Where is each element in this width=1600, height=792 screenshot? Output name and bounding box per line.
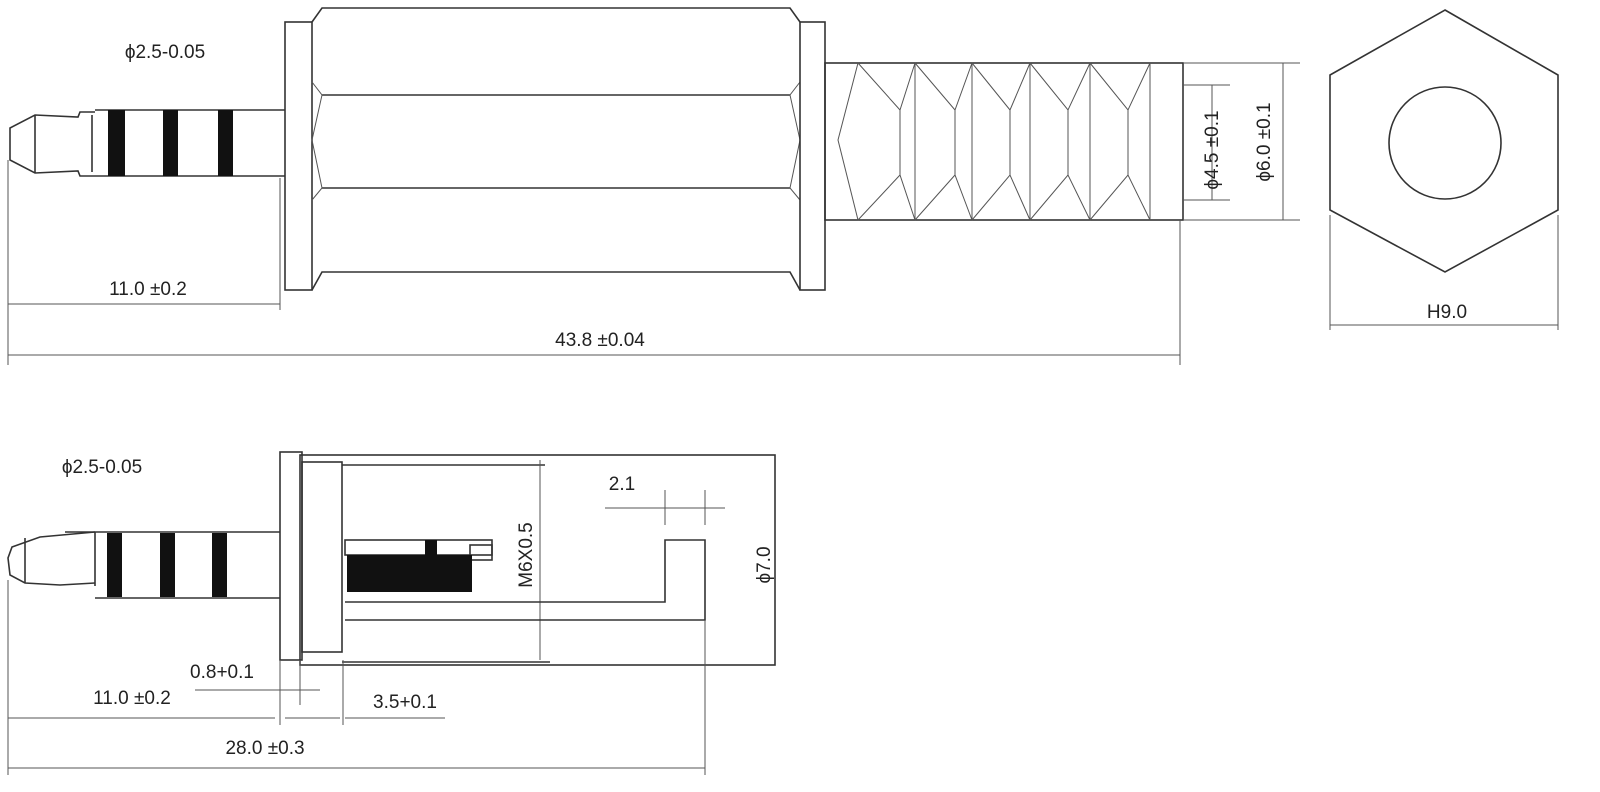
body-diameter-label: ϕ7.0 [754, 546, 775, 583]
inner-diameter-label: ϕ4.5 ±0.1 [1202, 110, 1223, 189]
slot-width-label: 2.1 [609, 474, 635, 495]
thread-label: M6X0.5 [516, 522, 537, 587]
ring-band [107, 533, 122, 597]
top-view: ϕ4.5 ±0.1 ϕ6.0 ±0.1 H9.0 ϕ2.5-0.05 11.0 … [7, 7, 1559, 365]
ring-band [163, 110, 178, 176]
slot-dimension: 2.1 [605, 474, 725, 525]
plug-length-label: 11.0 ±0.2 [109, 279, 187, 300]
side-total-length-label: 28.0 ±0.3 [225, 738, 304, 759]
side-tip-diameter-label: ϕ2.5-0.05 [62, 457, 142, 478]
tip-diameter-label: ϕ2.5-0.05 [125, 42, 205, 63]
flange-thickness-label: 0.8+0.1 [190, 662, 254, 683]
cable-grip [824, 62, 1184, 221]
total-length-label: 43.8 ±0.04 [555, 330, 645, 351]
ring-band [160, 533, 175, 597]
ring-band [212, 533, 227, 597]
side-view: ϕ2.5-0.05 M6X0.5 ϕ7.0 2.1 [7, 451, 776, 775]
diameter-dimensions: ϕ4.5 ±0.1 ϕ6.0 ±0.1 [1183, 62, 1300, 221]
side-body: M6X0.5 ϕ7.0 [279, 451, 776, 666]
outer-diameter-label: ϕ6.0 ±0.1 [1254, 102, 1275, 181]
hex-size-label: H9.0 [1427, 302, 1467, 323]
side-plug-length-label: 11.0 ±0.2 [93, 688, 171, 709]
ring-band [108, 110, 125, 176]
ring-band [218, 110, 233, 176]
plug-tip [9, 109, 285, 177]
nut-length-label: 3.5+0.1 [373, 692, 437, 713]
side-plug [7, 531, 280, 599]
hex-end-view: H9.0 [1329, 9, 1559, 330]
hex-body [284, 7, 826, 291]
